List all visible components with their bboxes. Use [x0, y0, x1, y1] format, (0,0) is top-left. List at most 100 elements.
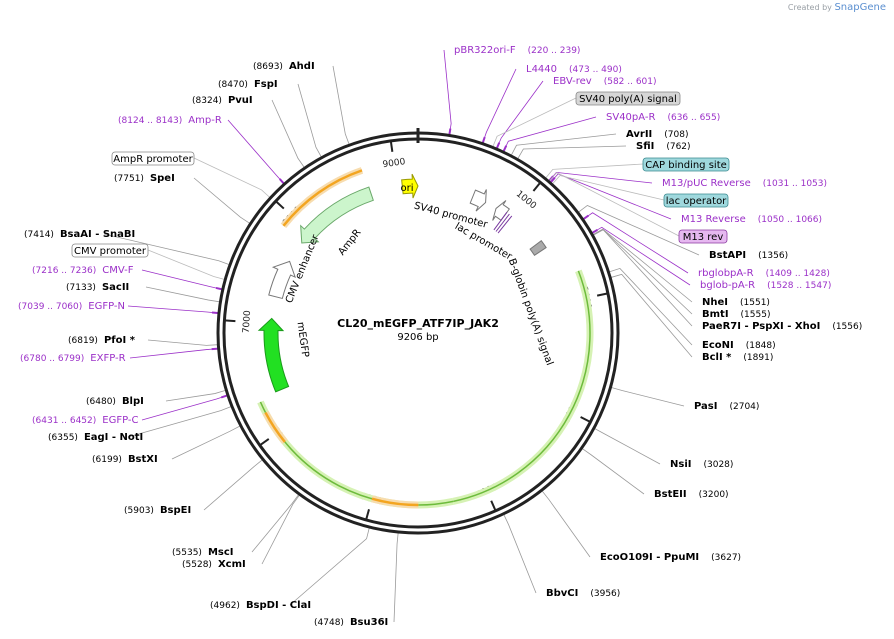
- enzyme-position: (3200): [699, 490, 729, 500]
- leader-line: [610, 386, 685, 407]
- primer-label: rbglobpA-R(1409 .. 1428): [698, 268, 830, 279]
- leader-line: [147, 249, 226, 281]
- leader-line: [608, 267, 693, 346]
- leader-line: [610, 273, 693, 358]
- primer-position: (6780 .. 6799): [20, 354, 84, 364]
- lac-operator-box: [663, 193, 729, 208]
- enzyme-label: (5528)XcmI: [182, 559, 246, 570]
- leader-line: [251, 493, 300, 553]
- enzyme-position: (1556): [832, 322, 862, 332]
- enzyme-position: (3028): [703, 460, 733, 470]
- enzyme-name: PfoI *: [104, 335, 136, 346]
- enzyme-name: NsiI: [670, 459, 691, 470]
- leader-line: [492, 97, 577, 148]
- primer-position: (1050 .. 1066): [758, 215, 822, 225]
- primer-name: M13/pUC Reverse: [662, 178, 751, 189]
- enzyme-label: (6819)PfoI *: [68, 335, 136, 346]
- tick-label: 1000: [514, 189, 538, 211]
- enzyme-label: PaeR7I - PspXI - XhoI(1556): [702, 321, 862, 332]
- enzyme-label: (8324)PvuI: [192, 95, 253, 106]
- leader-line: [297, 83, 323, 158]
- tick-label: 9000: [382, 157, 406, 170]
- primer-name: EGFP-N: [88, 301, 125, 312]
- ampr-promoter-box: [111, 151, 195, 166]
- leader-line: [517, 145, 627, 160]
- label-b-globin-polya: B-globin poly(A) signal: [506, 257, 555, 367]
- primer-label: bglob-pA-R (1528 .. 1547): [700, 280, 831, 291]
- enzyme-position: (6480): [86, 397, 116, 407]
- leader-line: [592, 229, 693, 327]
- enzyme-name: BclI *: [702, 352, 732, 363]
- primer-label: M13 Reverse (1050 .. 1066): [681, 214, 822, 225]
- primer-label: (7216 .. 7236)CMV-F: [32, 265, 134, 276]
- primer-label: M13/pUC Reverse(1031 .. 1053): [662, 178, 827, 189]
- tick-mark: [224, 319, 236, 323]
- enzyme-position: (7414): [24, 230, 54, 240]
- enzyme-label: (8693)AhdI: [253, 61, 315, 72]
- enzyme-position: (1555): [741, 310, 771, 320]
- leader-line: [593, 427, 661, 465]
- leader-line: [141, 394, 229, 421]
- leader-line: [548, 172, 680, 237]
- label-ori: ori: [400, 183, 413, 194]
- enzyme-position: (5535): [172, 548, 202, 558]
- tick-mark: [490, 500, 497, 512]
- enzyme-position: (3627): [711, 553, 741, 563]
- leader-line: [103, 233, 231, 266]
- cmv-promoter-box: [71, 243, 149, 258]
- primer-name: rbglobpA-R: [698, 268, 754, 279]
- enzyme-name: AhdI: [289, 61, 315, 72]
- leader-line: [591, 226, 691, 286]
- primer-name: M13 Reverse: [681, 214, 746, 225]
- enzyme-name: EcoO109I - PpuMI: [600, 552, 699, 563]
- orf-arc: [371, 497, 419, 507]
- leader-line: [147, 339, 219, 346]
- enzyme-name: Bsu36I: [350, 617, 388, 628]
- enzyme-label: (4962)BspDI - ClaI: [210, 600, 311, 611]
- enzyme-position: (1356): [758, 251, 788, 261]
- enzyme-position: (2704): [729, 402, 759, 412]
- tick-mark: [532, 181, 542, 192]
- tick-mark: [580, 416, 591, 423]
- primer-site-mark: [497, 215, 513, 234]
- tick-mark: [365, 509, 370, 521]
- leader-line: [171, 425, 241, 460]
- enzyme-position: (1848): [746, 341, 776, 351]
- primer-position: (8124 .. 8143): [118, 116, 182, 126]
- enzyme-name: SfiI: [636, 141, 654, 152]
- leader-line: [129, 348, 219, 359]
- primer-label: L4440(473 .. 490): [526, 64, 622, 75]
- leader-line: [551, 175, 665, 201]
- enzyme-position: (7133): [66, 283, 96, 293]
- primer-label: (6780 .. 6799)EXFP-R: [20, 353, 126, 364]
- enzyme-name: AvrII: [626, 129, 652, 140]
- enzyme-label: (6480)BlpI: [86, 396, 144, 407]
- leader-line: [541, 489, 591, 558]
- enzyme-label: (6355)EagI - NotI: [48, 432, 143, 443]
- enzyme-label: BstAPI(1356): [709, 250, 788, 261]
- leader-line: [141, 269, 223, 290]
- orf-arcs: [257, 167, 594, 509]
- enzyme-name: NheI: [702, 297, 728, 308]
- enzyme-label: EcoNI(1848): [702, 340, 776, 351]
- feature-b-globin-polya: [529, 240, 547, 257]
- primer-label: SV40pA-R(636 .. 655): [606, 112, 720, 123]
- primer-label: (7039 .. 7060)EGFP-N: [18, 301, 125, 312]
- leader-line: [271, 99, 306, 169]
- feature-lac-promoter: [492, 200, 511, 221]
- enzyme-label: AvrII(708): [626, 129, 688, 140]
- sv40-polya-signal-box: [575, 91, 681, 106]
- primer-position: (1528 .. 1547): [767, 281, 831, 291]
- enzyme-name: BstXI: [128, 454, 158, 465]
- leader-line: [261, 494, 301, 565]
- credit-prefix: Created by: [787, 3, 832, 12]
- sv40-polya-signal-label: SV40 poly(A) signal: [579, 94, 677, 105]
- enzyme-label: PasI(2704): [694, 401, 759, 412]
- primer-label: (8124 .. 8143)Amp-R: [118, 115, 222, 126]
- primer-name: bglob-pA-R: [700, 280, 755, 291]
- leader-line: [289, 526, 370, 606]
- tick-label: 7000: [242, 310, 253, 334]
- leader-line: [577, 205, 700, 256]
- enzyme-name: FspI: [254, 79, 278, 90]
